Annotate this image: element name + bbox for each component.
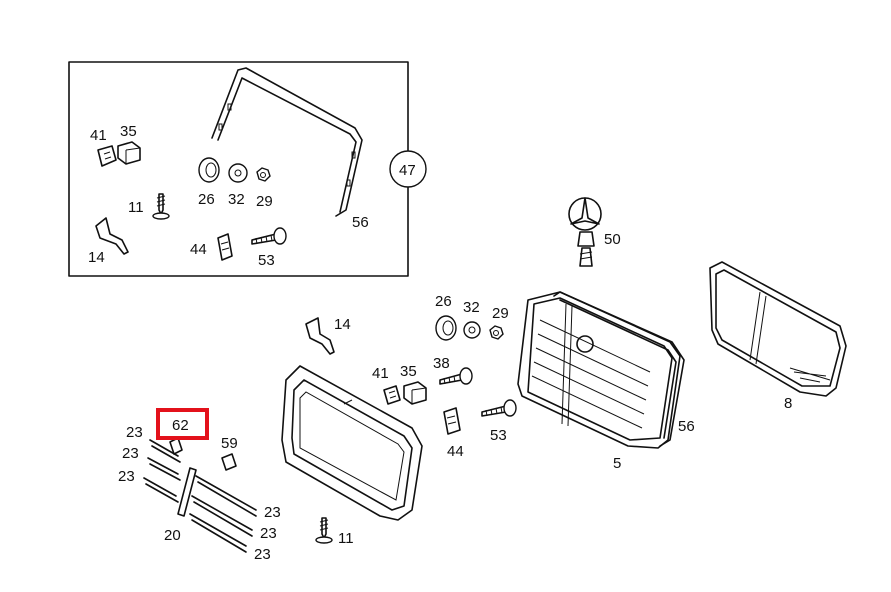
star-emblem-part xyxy=(568,197,602,267)
callout-53[interactable]: 53 xyxy=(490,427,507,444)
clip-41-part xyxy=(97,145,117,167)
highlight-box xyxy=(156,408,209,440)
callout-inset-11[interactable]: 11 xyxy=(128,199,144,216)
nut-29-part xyxy=(256,167,271,182)
trim-bars-part xyxy=(143,439,257,553)
grille-frame-part xyxy=(281,365,423,521)
callout-23-b[interactable]: 23 xyxy=(122,445,139,462)
callout-inset-47[interactable]: 47 xyxy=(399,162,416,179)
callout-inset-29[interactable]: 29 xyxy=(256,193,273,210)
clip-59-part xyxy=(221,453,237,471)
callout-11[interactable]: 11 xyxy=(338,530,354,547)
callout-23-d[interactable]: 23 xyxy=(264,504,281,521)
callout-41[interactable]: 41 xyxy=(372,365,389,382)
bracket-14-main-part xyxy=(305,317,335,355)
callout-32[interactable]: 32 xyxy=(463,299,480,316)
screw-38-part xyxy=(439,367,473,385)
clip-41-main-part xyxy=(383,385,401,405)
callout-inset-14[interactable]: 14 xyxy=(88,249,105,266)
screw-53-part xyxy=(251,227,287,245)
callout-inset-32[interactable]: 32 xyxy=(228,191,245,208)
callout-56[interactable]: 56 xyxy=(678,418,695,435)
callout-inset-35[interactable]: 35 xyxy=(120,123,137,140)
callout-5[interactable]: 5 xyxy=(613,455,621,472)
callout-38[interactable]: 38 xyxy=(433,355,450,372)
callout-14[interactable]: 14 xyxy=(334,316,351,333)
grille-shell-part xyxy=(517,291,681,449)
callout-26[interactable]: 26 xyxy=(435,293,452,310)
screw-53-main-part xyxy=(481,399,517,417)
callout-inset-56[interactable]: 56 xyxy=(352,214,369,231)
clip-44-part xyxy=(217,233,233,261)
clip-35-part xyxy=(117,141,141,165)
callout-inset-26[interactable]: 26 xyxy=(198,191,215,208)
callout-50[interactable]: 50 xyxy=(604,231,621,248)
clip-44-main-part xyxy=(443,407,461,435)
callout-59[interactable]: 59 xyxy=(221,435,238,452)
trim-strip-part xyxy=(211,67,363,217)
callout-23-a[interactable]: 23 xyxy=(126,424,143,441)
washer-32-main-part xyxy=(463,321,481,339)
grommet-26-main-part xyxy=(435,315,457,341)
callout-inset-53[interactable]: 53 xyxy=(258,252,275,269)
kit-47-circle xyxy=(389,150,427,188)
screw-11-part xyxy=(152,193,170,220)
trim-strip-main-part xyxy=(553,291,685,447)
inset-kit-box: 47 56 41 35 11 xyxy=(68,61,427,277)
washer-32-part xyxy=(228,163,248,183)
callout-20[interactable]: 20 xyxy=(164,527,181,544)
grommet-26-part xyxy=(198,157,220,183)
callout-8[interactable]: 8 xyxy=(784,395,792,412)
clip-35-main-part xyxy=(403,381,427,405)
callout-inset-41[interactable]: 41 xyxy=(90,127,107,144)
callout-29[interactable]: 29 xyxy=(492,305,509,322)
callout-23-c[interactable]: 23 xyxy=(118,468,135,485)
screw-11-main-part xyxy=(315,517,333,544)
callout-62[interactable]: 62 xyxy=(172,417,189,434)
callout-inset-44[interactable]: 44 xyxy=(190,241,207,258)
bracket-14-part xyxy=(95,217,129,255)
callout-44[interactable]: 44 xyxy=(447,443,464,460)
nut-29-main-part xyxy=(489,325,504,340)
callout-23-f[interactable]: 23 xyxy=(254,546,271,563)
callout-35[interactable]: 35 xyxy=(400,363,417,380)
callout-23-e[interactable]: 23 xyxy=(260,525,277,542)
grille-insert-part xyxy=(709,261,847,397)
